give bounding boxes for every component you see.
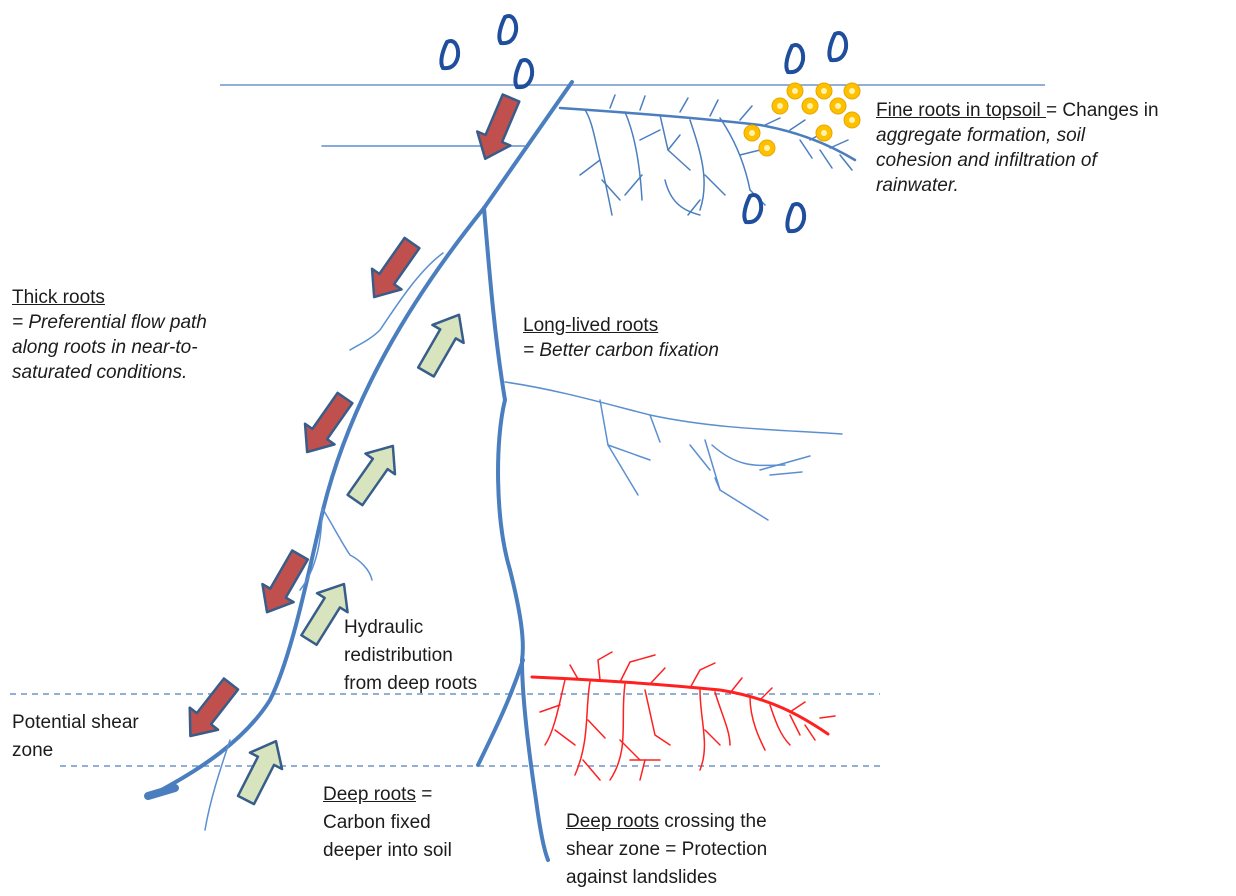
long-lived-lateral-roots	[505, 382, 842, 520]
fine-roots-line-4: rainwater.	[876, 173, 1159, 198]
soil-aggregate-particles	[744, 83, 860, 156]
down-arrow	[469, 91, 528, 166]
deep-roots-carbon-suffix: =	[416, 784, 432, 805]
fine-roots-first-line: Fine roots in topsoil = Changes in	[876, 98, 1159, 123]
rain-drop	[787, 204, 804, 231]
deep-roots-carbon-line-1: Carbon fixed	[323, 809, 452, 837]
up-arrow	[230, 733, 292, 808]
deep-roots-crossing-label: Deep roots crossing the shear zone = Pro…	[566, 808, 767, 892]
thick-roots-line-3: saturated conditions.	[12, 360, 207, 385]
fine-roots-line-3: cohesion and infiltration of	[876, 148, 1159, 173]
thick-roots-label: Thick roots = Preferential flow path alo…	[12, 285, 207, 385]
down-arrow	[359, 233, 426, 308]
fine-roots-line-2: aggregate formation, soil	[876, 123, 1159, 148]
long-lived-roots-title: Long-lived roots	[523, 313, 719, 338]
shear-zone-line-2: zone	[12, 737, 139, 765]
hydraulic-line-2: redistribution	[344, 642, 477, 670]
deep-roots-carbon-label: Deep roots = Carbon fixed deeper into so…	[323, 781, 452, 865]
down-arrow	[176, 673, 245, 747]
rain-drop	[499, 16, 516, 43]
rain-drop	[829, 33, 846, 60]
hydraulic-redistribution-label: Hydraulic redistribution from deep roots	[344, 614, 477, 698]
deep-roots-crossing-first-line: Deep roots crossing the	[566, 808, 767, 836]
deep-roots-crossing-line-2: against landslides	[566, 864, 767, 892]
thick-roots-line-1: = Preferential flow path	[12, 310, 207, 335]
shear-crossing-roots	[532, 652, 835, 780]
long-lived-roots-line-1: = Better carbon fixation	[523, 338, 719, 363]
rain-drop	[786, 45, 803, 72]
long-lived-roots-label: Long-lived roots = Better carbon fixatio…	[523, 313, 719, 363]
thick-roots-title: Thick roots	[12, 285, 207, 310]
deep-roots-crossing-suffix: crossing the	[659, 811, 767, 832]
shear-zone-line-1: Potential shear	[12, 709, 139, 737]
deep-root	[478, 208, 548, 860]
deep-roots-crossing-line-1: shear zone = Protection	[566, 836, 767, 864]
up-arrow	[340, 436, 407, 511]
up-arrow	[410, 306, 474, 381]
rain-drop	[744, 195, 761, 222]
deep-roots-carbon-line-2: deeper into soil	[323, 837, 452, 865]
fine-roots-line-1: = Changes in	[1046, 100, 1159, 121]
shear-zone-label: Potential shear zone	[12, 709, 139, 765]
hydraulic-line-3: from deep roots	[344, 670, 477, 698]
deep-roots-carbon-title: Deep roots	[323, 784, 416, 805]
deep-roots-carbon-first-line: Deep roots =	[323, 781, 452, 809]
rain-drop	[441, 41, 458, 68]
deep-roots-crossing-title: Deep roots	[566, 811, 659, 832]
thick-roots-line-2: along roots in near-to-	[12, 335, 207, 360]
rain-drop	[515, 60, 532, 87]
fine-roots-title: Fine roots in topsoil	[876, 100, 1046, 121]
fine-roots-label: Fine roots in topsoil = Changes in aggre…	[876, 98, 1159, 198]
hydraulic-line-1: Hydraulic	[344, 614, 477, 642]
